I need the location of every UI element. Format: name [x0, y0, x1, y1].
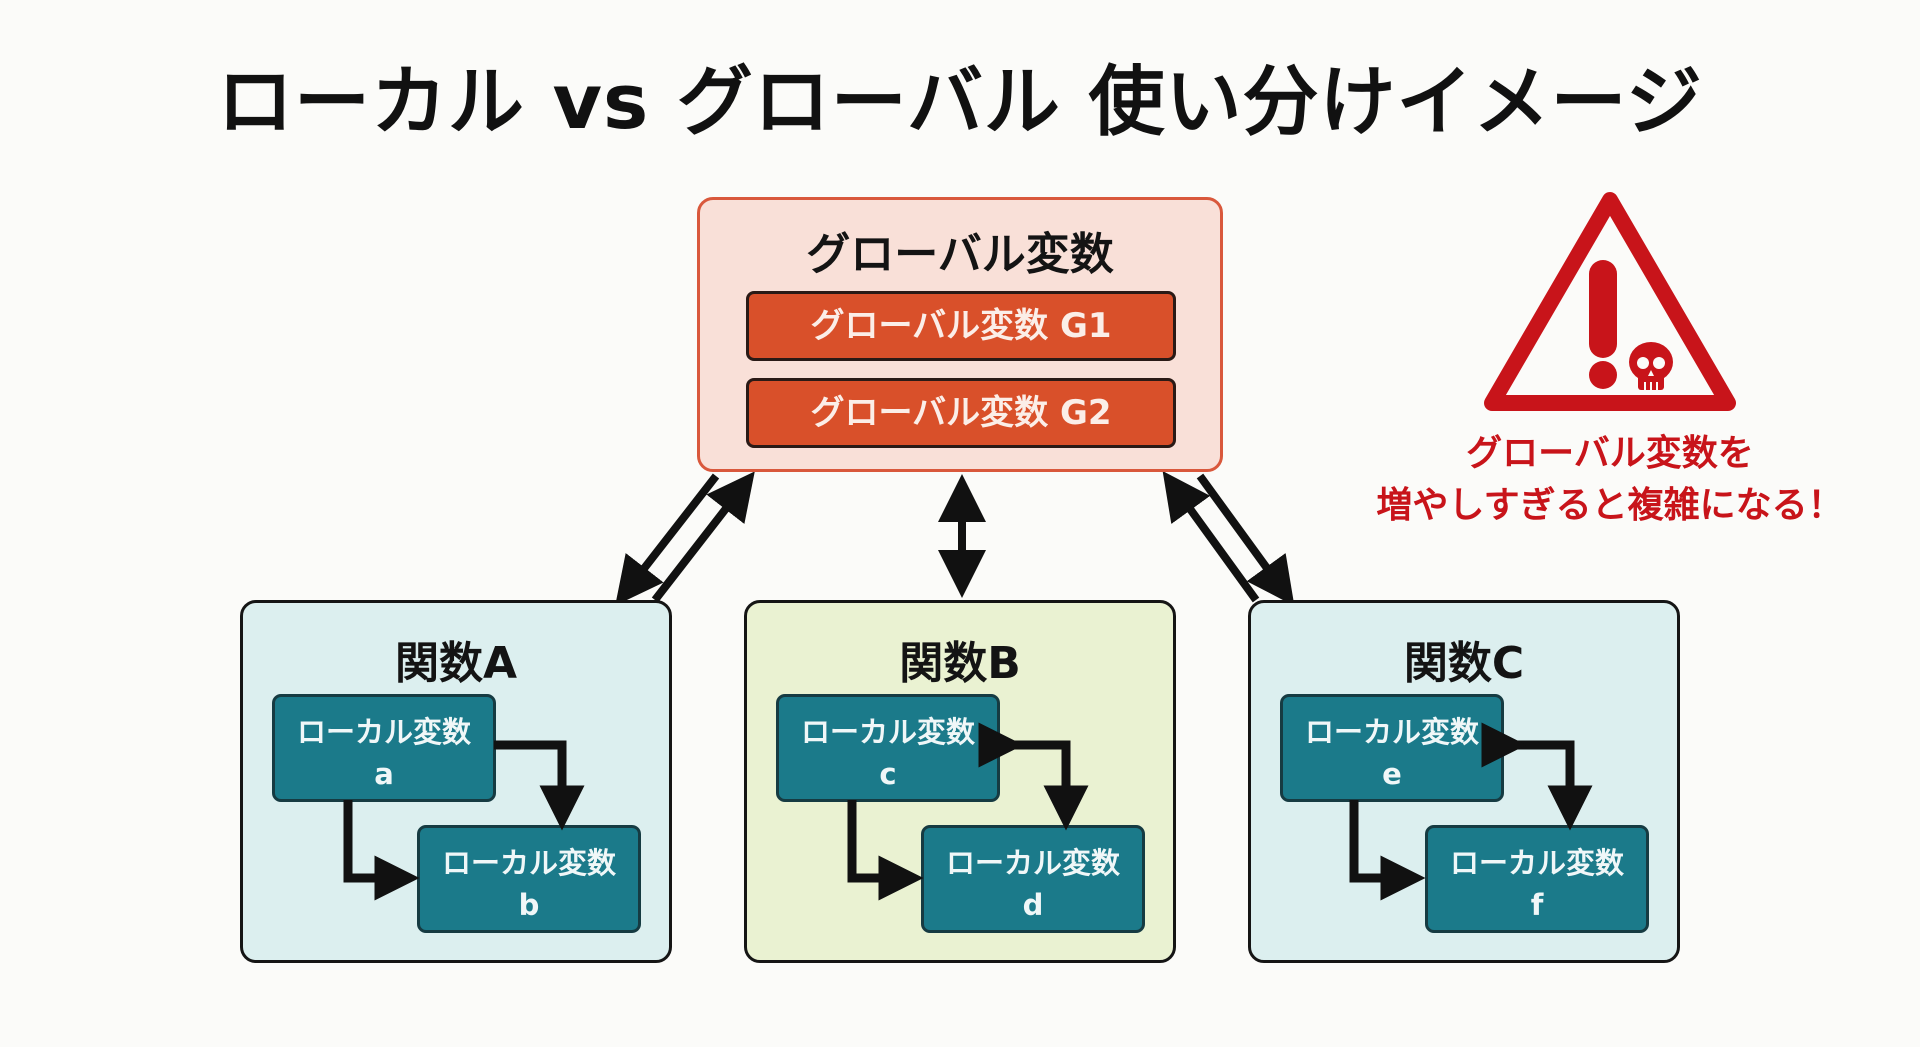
function-b-title: 関数B: [899, 638, 1021, 689]
local-variable-name: a: [374, 757, 394, 791]
global-variable-g2: グローバル変数 G2: [746, 378, 1176, 448]
global-variable-g1: グローバル変数 G1: [746, 291, 1176, 361]
local-variable-label: ローカル変数: [945, 846, 1120, 880]
warning-text-line1: グローバル変数を: [1466, 433, 1754, 474]
local-variable-label: ローカル変数: [296, 715, 471, 749]
function-a-box: 関数A ローカル変数 a ローカル変数 b: [240, 600, 672, 963]
local-variable-b: ローカル変数 b: [417, 825, 641, 933]
arrow-a-to-b-down: [343, 800, 420, 901]
local-variable-label: ローカル変数: [1304, 715, 1479, 749]
exclamation-icon: [1589, 260, 1617, 358]
skull-icon: [1629, 342, 1673, 390]
arrow-global-to-c: [1196, 473, 1295, 606]
local-variable-name: d: [1022, 888, 1044, 922]
function-a-title: 関数A: [394, 638, 518, 689]
diagram-title: ローカル vs グローバル 使い分けイメージ: [217, 57, 1703, 146]
function-c-box: 関数C ローカル変数 e ローカル変数 f: [1248, 600, 1680, 963]
local-variable-f: ローカル変数 f: [1425, 825, 1649, 933]
global-variables-box: グローバル変数 グローバル変数 G1 グローバル変数 G2: [697, 197, 1223, 472]
arrow-e-f-two-way: [1481, 722, 1593, 831]
local-variable-a: ローカル変数 a: [272, 694, 496, 802]
local-variable-label: ローカル変数: [441, 846, 616, 880]
arrow-c-to-global: [1162, 471, 1260, 603]
local-variable-label: ローカル変数: [800, 715, 975, 749]
local-variable-e: ローカル変数 e: [1280, 694, 1504, 802]
function-b-box: 関数B ローカル変数 c ローカル変数 d: [744, 600, 1176, 963]
local-variable-name: c: [879, 757, 897, 791]
arrow-e-to-f-down: [1349, 800, 1426, 901]
local-variable-name: b: [518, 888, 540, 922]
arrow-c-to-d-down: [847, 800, 924, 901]
global-variables-heading: グローバル変数: [806, 229, 1114, 280]
arrow-a-to-global: [651, 471, 755, 603]
local-variable-name: f: [1530, 888, 1544, 922]
local-variable-c: ローカル変数 c: [776, 694, 1000, 802]
function-c-title: 関数C: [1403, 638, 1525, 689]
arrow-c-d-two-way: [978, 722, 1089, 831]
local-variable-name: e: [1382, 757, 1402, 791]
arrow-global-to-a: [615, 473, 720, 606]
arrow-a-to-b-right: [494, 740, 585, 831]
warning-text-line2: 増やしすぎると複雑になる！: [1376, 485, 1844, 526]
local-variable-label: ローカル変数: [1449, 846, 1624, 880]
